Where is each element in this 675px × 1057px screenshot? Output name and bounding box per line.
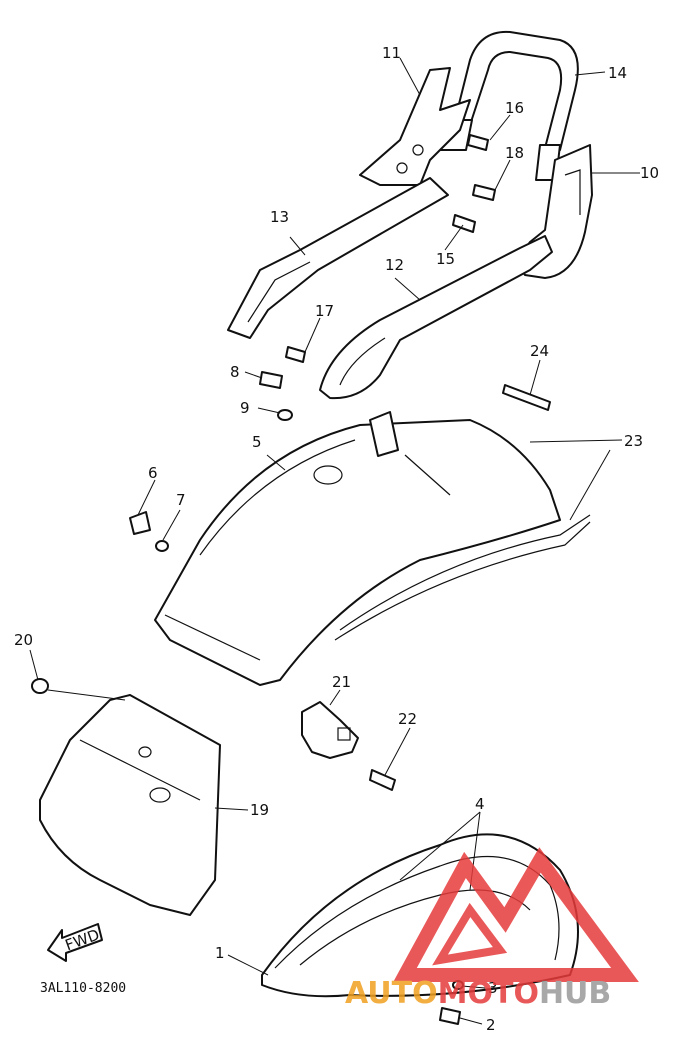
callout-21: 21 [332,673,351,691]
callout-numbers: 11 14 10 16 18 13 15 12 17 8 9 24 23 5 6… [14,44,659,1034]
part-rear-fender [154,411,561,686]
callout-14: 14 [608,64,627,82]
bolt-20 [31,678,49,694]
callout-8: 8 [230,363,240,381]
callout-23: 23 [624,432,643,450]
callout-16: 16 [505,99,524,117]
callout-19: 19 [250,801,269,819]
screw-22 [369,769,396,791]
callout-12: 12 [385,256,404,274]
watermark-auto: AUTO [345,976,438,1011]
fwd-label: FWD [63,926,102,955]
part-plate [502,384,551,411]
callout-15: 15 [436,250,455,268]
part-left-bracket [359,67,471,186]
callout-10: 10 [640,164,659,182]
svg-text:AUTOMOTOHUB: AUTOMOTOHUB [345,976,611,1011]
watermark-triangle-icon [393,847,639,982]
callout-24: 24 [530,342,549,360]
screw-and-nut-left [129,511,169,552]
callout-9: 9 [240,399,250,417]
callout-13: 13 [270,208,289,226]
callout-20: 20 [14,631,33,649]
watermark-moto: MOTO [438,976,539,1011]
bolt-front-fender [439,980,464,1025]
callout-7: 7 [176,491,186,509]
watermark-logo: AUTOMOTOHUB [345,847,639,1011]
callout-22: 22 [398,710,417,728]
callout-5: 5 [252,433,262,451]
part-right-rail [319,235,553,400]
part-small-bracket [301,701,359,759]
callout-4: 4 [475,795,485,813]
part-inner-fender [39,694,221,916]
callout-1: 1 [215,944,225,962]
callout-6: 6 [148,464,158,482]
forward-arrow-icon: FWD [47,923,103,962]
callout-3: 3 [488,979,498,997]
callout-18: 18 [505,144,524,162]
callout-2: 2 [486,1016,496,1034]
watermark-hub: HUB [539,976,611,1011]
diagram-code: 3AL110-8200 [40,981,126,996]
bolt-and-nut-mid [259,371,293,421]
leader-lines [29,57,640,1025]
bolt-set-upper [285,134,496,363]
part-fender-strip [334,514,591,641]
callout-17: 17 [315,302,334,320]
part-left-rail [227,177,449,339]
callout-11: 11 [382,44,401,62]
